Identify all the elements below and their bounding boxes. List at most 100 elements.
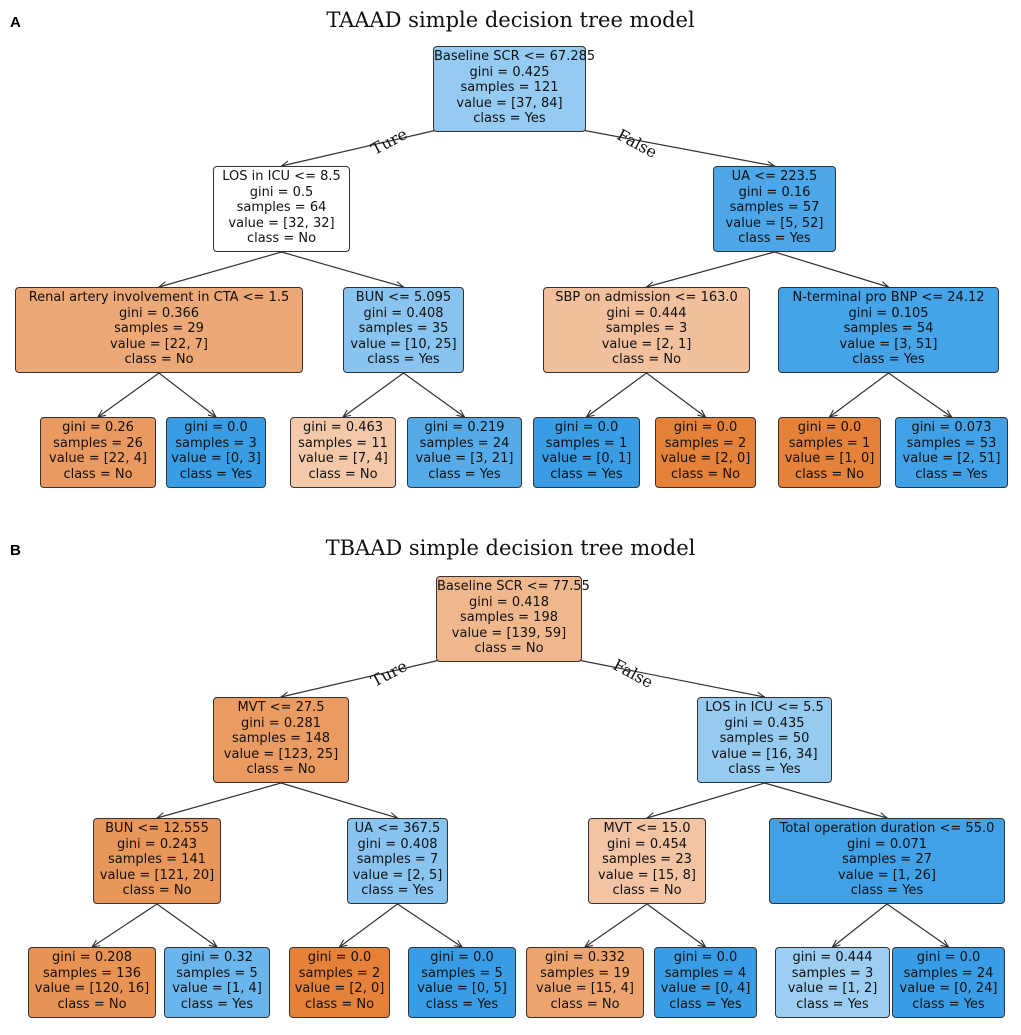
node-text-line: value = [5, 52] [725, 215, 824, 231]
node-text-line: Total operation duration <= 55.0 [779, 821, 995, 836]
panel-a-edge-root-l [282, 129, 438, 166]
node-text-line: MVT <= 27.5 [237, 700, 325, 715]
node-text-line: value = [2, 5] [352, 867, 443, 883]
node-text-line: value = [1, 26] [838, 867, 936, 883]
panel-a-edge-lr-lrl [343, 372, 404, 417]
panel-b-edge-lr-lrr [397, 903, 463, 947]
panel-a-edge-l-lr [281, 251, 404, 287]
node-text-line: samples = 5 [421, 965, 503, 981]
node-text-line: value = [37, 84] [456, 95, 563, 111]
node-text-line: gini = 0.0 [554, 420, 619, 435]
node-text-line: value = [121, 20] [99, 867, 215, 883]
node-text-line: samples = 57 [729, 200, 820, 215]
node-text-line: class = Yes [550, 466, 623, 482]
node-text-line: samples = 23 [602, 852, 692, 867]
panel-b-edge-ll-llr [156, 903, 217, 947]
node-text-line: class = Yes [796, 996, 869, 1012]
node-text-line: class = Yes [425, 996, 499, 1012]
node-text-line: class = No [611, 352, 682, 367]
node-text-line: gini = 0.105 [848, 305, 929, 321]
node-text-line: value = [2, 0] [660, 451, 751, 466]
node-text-line: class = Yes [912, 996, 985, 1012]
node-text-line: value = [15, 8] [598, 867, 696, 883]
panel-a-edge-rl-rlr [646, 372, 706, 417]
node-text-line: samples = 4 [664, 965, 747, 981]
node-text-line: value = [1, 4] [172, 981, 262, 996]
panel-a-edge-lr-lrr [403, 372, 465, 417]
node-text-line: value = [22, 7] [110, 336, 208, 352]
node-text-line: class = No [550, 996, 620, 1012]
panel-a-edge-r-rr [774, 251, 889, 287]
node-text-line: gini = 0.0 [307, 950, 372, 965]
node-text-line: value = [139, 59] [451, 625, 567, 641]
node-text-line: class = Yes [473, 111, 546, 126]
node-text-line: gini = 0.243 [116, 836, 198, 852]
node-text-line: class = Yes [850, 883, 924, 898]
node-text-line: class = Yes [180, 996, 254, 1012]
node-text-line: gini = 0.071 [846, 836, 928, 852]
panel-b-edge-rl-rll [585, 903, 648, 947]
node-text-line: gini = 0.444 [606, 305, 687, 321]
node-text-line: value = [0, 4] [660, 981, 751, 996]
node-text-line: gini = 0.0 [797, 420, 862, 435]
node-text-line: samples = 148 [231, 731, 330, 746]
node-text-line: LOS in ICU <= 5.5 [705, 700, 824, 715]
node-text-line: Baseline SCR <= 77.55 [437, 579, 590, 594]
node-text-line: class = No [308, 466, 378, 482]
node-text-line: samples = 3 [175, 435, 257, 451]
node-text-line: samples = 54 [843, 321, 934, 336]
node-text-line: value = [1, 2] [787, 981, 878, 996]
node-text-line: class = No [57, 996, 127, 1012]
node-text-line: gini = 0.418 [468, 594, 550, 610]
node-text-line: samples = 3 [605, 321, 688, 336]
node-text-line: class = Yes [852, 352, 925, 367]
node-text-line: samples = 53 [906, 435, 997, 451]
node-text-line: samples = 7 [356, 852, 439, 867]
panel-b-edge-root-r [577, 659, 765, 697]
node-text-line: gini = 0.0 [184, 420, 248, 435]
panel-b-edge-rr-rrl [833, 903, 888, 947]
node-text-line: gini = 0.454 [606, 836, 688, 852]
node-text-line: value = [0, 24] [899, 981, 998, 996]
node-text-line: class = No [124, 352, 194, 367]
node-text-line: class = Yes [361, 883, 434, 898]
node-text-line: class = No [246, 762, 316, 777]
node-text-line: BUN <= 5.095 [355, 290, 452, 305]
panel-a-letter: A [10, 14, 21, 31]
panel-a-edge-rl-rll [587, 372, 647, 417]
panel-b-edge-ll-lll [92, 903, 158, 947]
node-text-line: samples = 1 [545, 435, 628, 451]
node-text-line: value = [16, 34] [711, 746, 818, 762]
node-text-line: samples = 141 [107, 852, 206, 867]
node-text-line: samples = 24 [419, 435, 510, 451]
panel-b-edge-lr-lrl [340, 903, 398, 947]
node-text-line: class = No [670, 466, 741, 482]
node-text-line: class = No [794, 466, 865, 482]
node-text-line: gini = 0.408 [357, 836, 438, 852]
panel-b-letter: B [10, 542, 21, 559]
node-text-line: class = Yes [669, 996, 742, 1012]
panel-b-edge-r-rl [647, 782, 765, 818]
node-text-line: value = [123, 25] [223, 746, 339, 762]
panel-a-edge-ll-lll [98, 372, 160, 417]
node-text-line: samples = 35 [358, 321, 449, 336]
node-text-line: gini = 0.0 [430, 950, 494, 965]
panel-b-edge-l-ll [157, 782, 282, 818]
